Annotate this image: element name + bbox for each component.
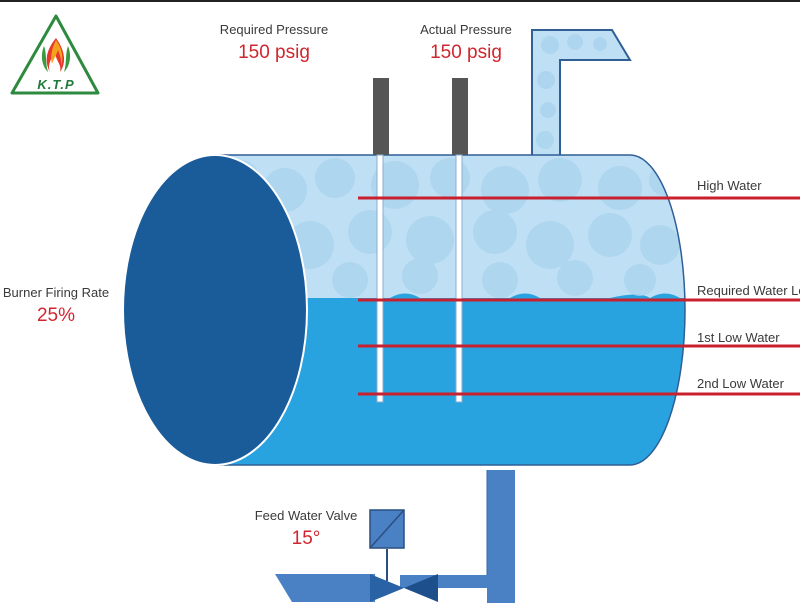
- actual-pressure-value: 150 psig: [430, 42, 502, 63]
- probe-rod-right: [455, 154, 463, 403]
- feed-water-valve-label: Feed Water Valve: [254, 508, 358, 523]
- required-pressure-label: Required Pressure: [219, 22, 329, 37]
- actual-pressure-label: Actual Pressure: [420, 22, 512, 37]
- first-low-water-label: 1st Low Water: [697, 330, 780, 345]
- actual-pressure-sensor: [452, 78, 468, 155]
- second-low-water-label: 2nd Low Water: [697, 376, 784, 391]
- burner-firing-rate-value: 25%: [36, 305, 76, 326]
- required-pressure-sensor: [373, 78, 389, 155]
- required-water-level-label: Required Water Level: [697, 283, 800, 298]
- ktp-logo: [10, 14, 100, 95]
- probe-rod-left: [376, 154, 384, 403]
- required-pressure-value: 150 psig: [238, 42, 310, 63]
- logo-text: K.T.P: [37, 77, 75, 92]
- tank-front-end: [122, 154, 308, 466]
- tank-outline: [215, 154, 686, 466]
- burner-firing-rate-label: Burner Firing Rate: [2, 285, 110, 300]
- feed-water-pipe: [400, 470, 515, 603]
- feed-water-valve: [275, 509, 438, 602]
- feed-water-valve-value: 15°: [291, 528, 321, 549]
- high-water-label: High Water: [697, 178, 762, 193]
